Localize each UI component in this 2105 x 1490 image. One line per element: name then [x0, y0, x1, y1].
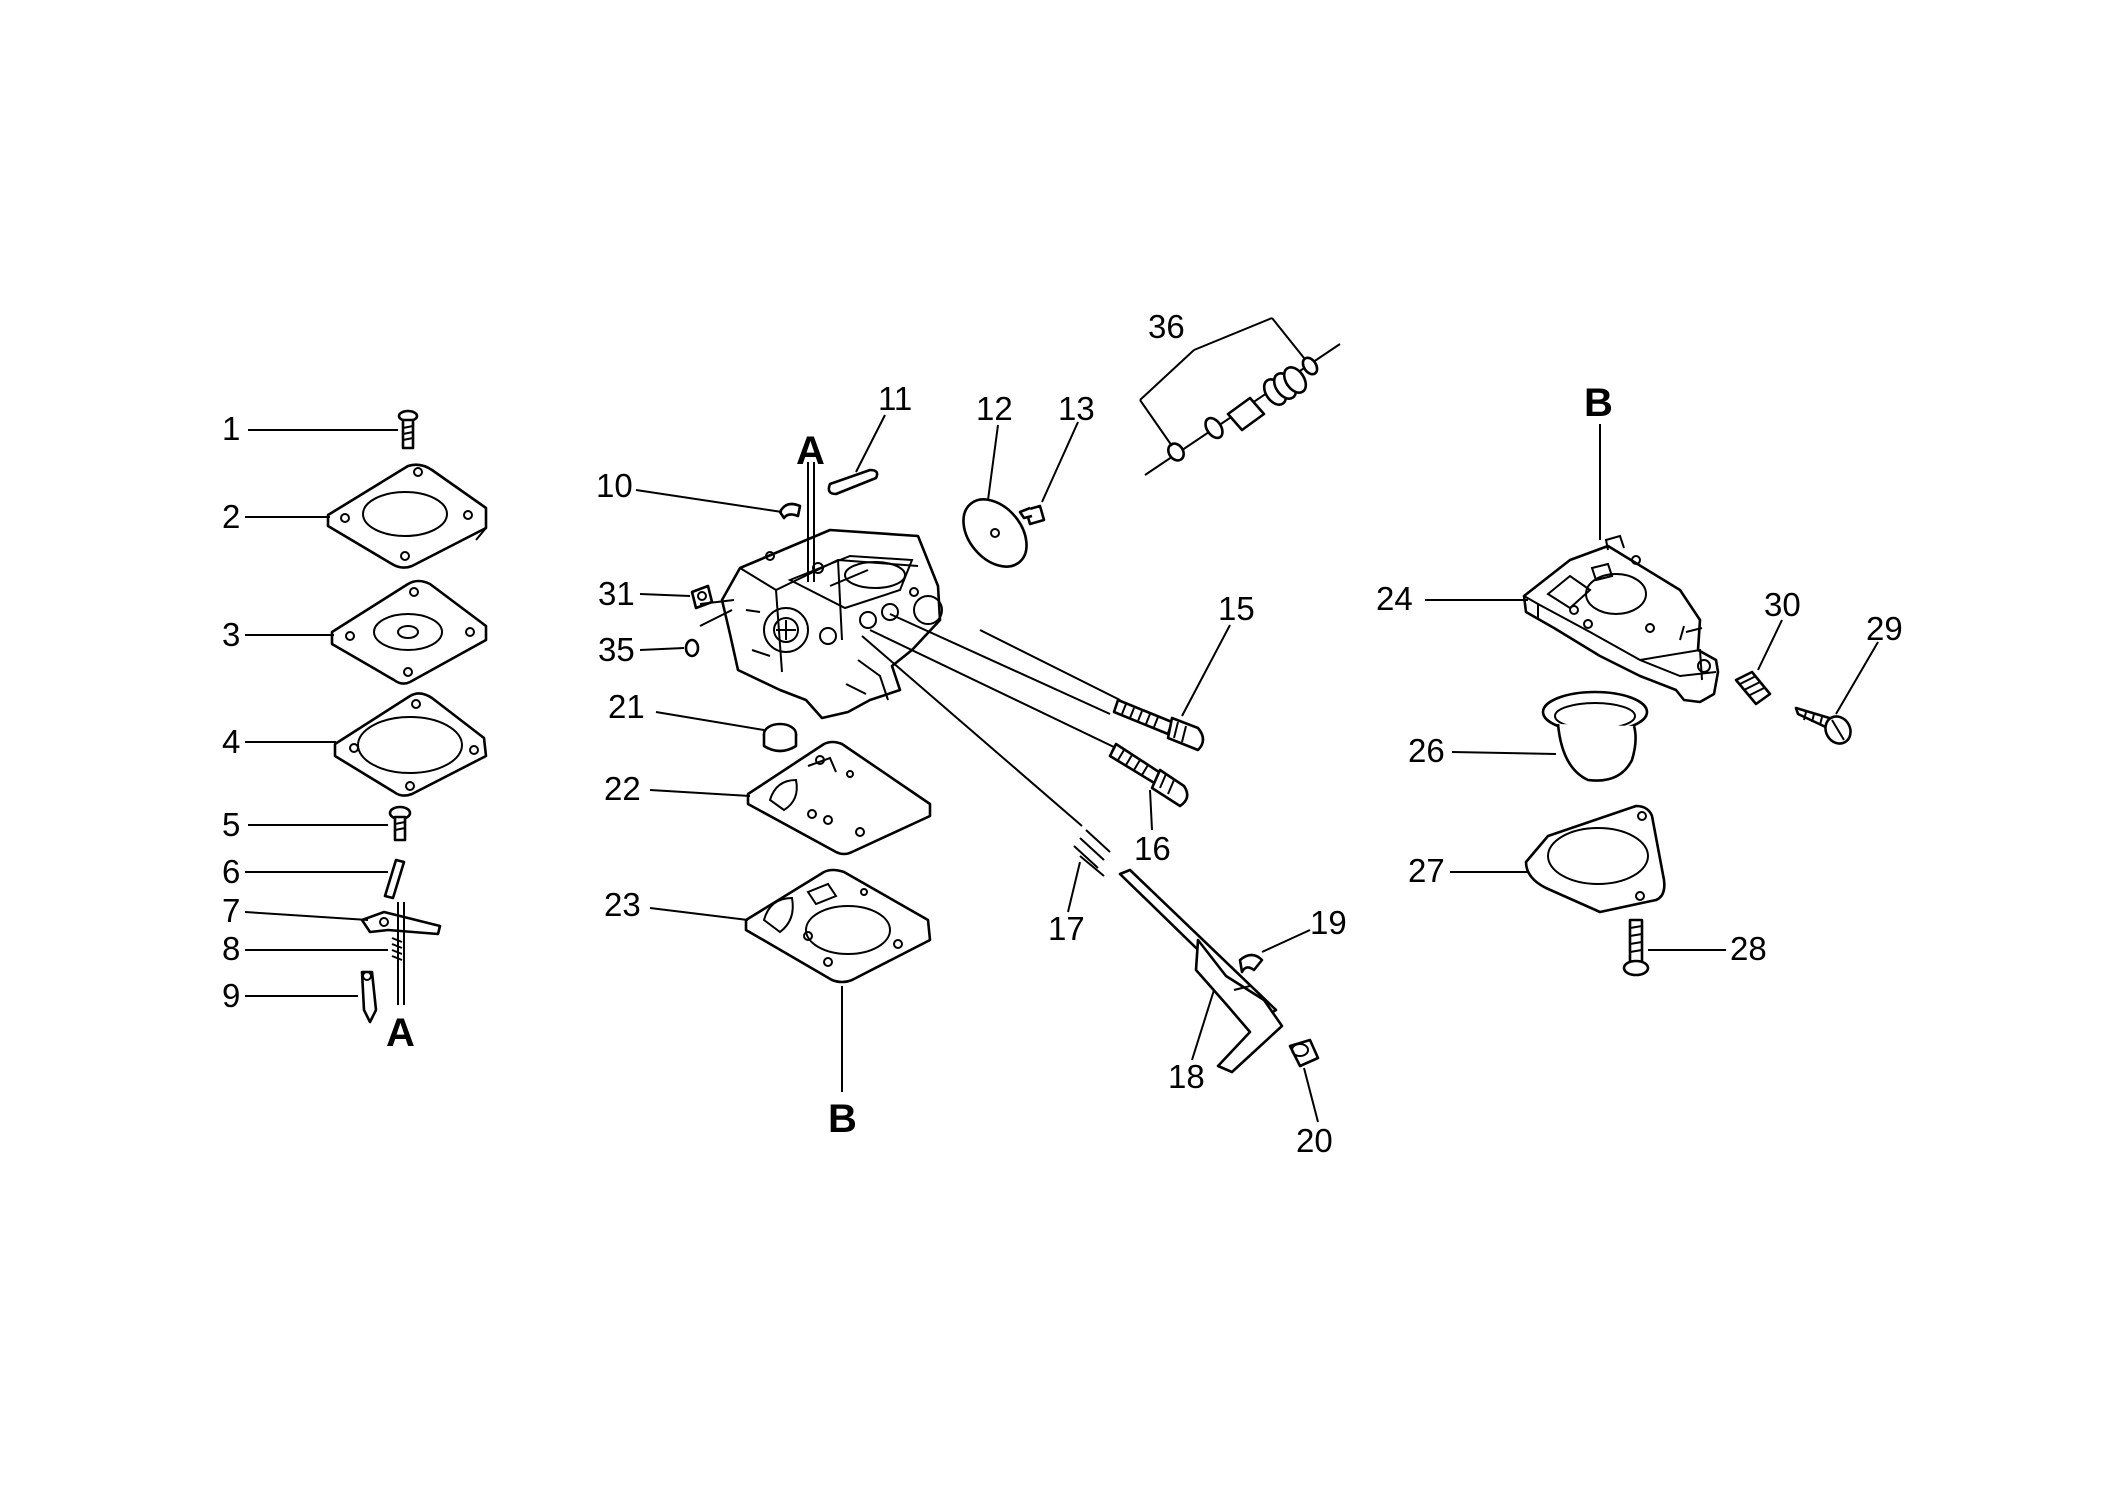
- callout-22: 22: [604, 770, 641, 807]
- guide-15b: [889, 613, 1111, 715]
- callout-16: 16: [1134, 830, 1171, 867]
- leader-31: [639, 593, 691, 597]
- callout-12: 12: [976, 390, 1013, 427]
- body-port-lines: [699, 599, 735, 627]
- guide-17: [861, 635, 1083, 827]
- callout-11: 11: [878, 380, 912, 417]
- callout-15: 15: [1218, 590, 1255, 627]
- guide-15: [979, 629, 1121, 701]
- leader-12: [987, 424, 999, 501]
- leader-23: [649, 907, 749, 921]
- part-12-throttle-disc: [962, 498, 1028, 568]
- part-36-throttle-shaft-kit: [1144, 343, 1341, 476]
- leader-11: [855, 414, 886, 473]
- callout-3: 3: [222, 616, 240, 653]
- callout-4: 4: [222, 723, 240, 760]
- leader-21: [655, 711, 765, 731]
- leader-36b: [1139, 399, 1173, 447]
- callout-1: 1: [222, 410, 240, 447]
- callout-19: 19: [1310, 904, 1347, 941]
- part-1-screw: [397, 409, 419, 450]
- part-27-bulb-retainer: [1524, 804, 1666, 914]
- callout-35: 35: [598, 631, 635, 668]
- part-10-clip: [778, 502, 802, 520]
- callout-26: 26: [1408, 732, 1445, 769]
- callout-30: 30: [1764, 586, 1801, 623]
- callout-8: 8: [222, 930, 240, 967]
- leader-22: [649, 789, 751, 797]
- leader-30: [1757, 619, 1783, 671]
- part-5-screw: [388, 805, 412, 842]
- part-9-inlet-needle: [360, 970, 378, 1024]
- callout-9: 9: [222, 977, 240, 1014]
- callout-2: 2: [222, 498, 240, 535]
- part-2-pump-cover: [326, 463, 488, 569]
- leader-13: [1041, 421, 1079, 503]
- part-30-spring: [1734, 670, 1772, 706]
- part-18-throttle-shaft: [1118, 868, 1284, 1074]
- leader-35: [639, 647, 685, 651]
- callout-31: 31: [598, 575, 635, 612]
- leader-16: [1149, 789, 1153, 831]
- part-28-screw: [1622, 918, 1650, 977]
- part-22-metering-plate: [746, 740, 932, 856]
- callout-23: 23: [604, 886, 641, 923]
- callout-13: 13: [1058, 390, 1095, 427]
- callout-36: 36: [1148, 308, 1185, 345]
- callout-7: 7: [222, 892, 240, 929]
- part-7-metering-lever: [360, 910, 442, 936]
- callout-20: 20: [1296, 1122, 1333, 1159]
- part-24-pump-body: [1522, 534, 1720, 704]
- leader-36a: [1139, 349, 1195, 401]
- leader-7: [244, 911, 369, 921]
- callout-29: 29: [1866, 610, 1903, 647]
- part-29-screw: [1794, 706, 1852, 745]
- reference-a-top: A: [796, 429, 825, 473]
- callout-17: 17: [1048, 910, 1085, 947]
- carburetor-body: [720, 528, 943, 720]
- leader-17: [1067, 861, 1081, 913]
- part-4-gasket: [333, 692, 488, 797]
- callout-21: 21: [608, 688, 645, 725]
- callout-27: 27: [1408, 852, 1445, 889]
- callout-28: 28: [1730, 930, 1767, 967]
- part-35-o-ring: [684, 638, 700, 658]
- guide-16: [869, 629, 1117, 749]
- reference-b-top: B: [1584, 381, 1613, 425]
- part-16-adjust-needle: [1108, 742, 1189, 808]
- leader-26: [1451, 751, 1557, 755]
- reference-a-bottom: A: [386, 1011, 415, 1055]
- leader-10: [635, 489, 783, 513]
- callout-18: 18: [1168, 1058, 1205, 1095]
- part-11-gasket: [827, 468, 879, 496]
- part-6-pin: [383, 858, 406, 900]
- callout-10: 10: [596, 467, 633, 504]
- callout-5: 5: [222, 806, 240, 843]
- leader-36c: [1193, 317, 1273, 351]
- part-3-pump-diaphragm: [330, 579, 488, 685]
- part-15-adjust-needle: [1112, 698, 1205, 752]
- part-17-spring: [1073, 829, 1111, 877]
- leader-19: [1261, 929, 1311, 953]
- part-13-screw: [1018, 504, 1046, 526]
- leader-36d: [1271, 317, 1305, 359]
- part-19-clip: [1238, 953, 1264, 974]
- leader-18: [1191, 989, 1215, 1061]
- part-21-cap: [762, 722, 798, 753]
- leader-29: [1835, 641, 1879, 715]
- callout-6: 6: [222, 853, 240, 890]
- part-20-nut: [1288, 1038, 1320, 1068]
- leader-15: [1181, 624, 1231, 717]
- part-26-primer-bulb: [1541, 690, 1649, 782]
- part-23-gasket: [744, 868, 932, 984]
- callout-24: 24: [1376, 580, 1413, 617]
- reference-b-bottom: B: [828, 1097, 857, 1141]
- leader-20: [1303, 1067, 1319, 1123]
